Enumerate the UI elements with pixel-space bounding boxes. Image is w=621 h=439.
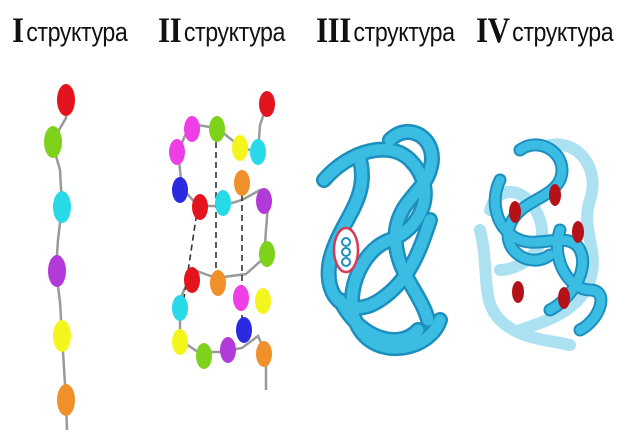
primary-chain-icon	[0, 0, 150, 439]
alpha-helix-icon	[150, 0, 300, 439]
panel-quaternary-structure: IV структура	[460, 0, 621, 439]
quaternary-complex-icon	[460, 0, 621, 439]
panel-secondary-structure: II структура	[150, 0, 300, 439]
panel-primary-structure: I структура	[0, 0, 150, 439]
tertiary-fold-icon	[300, 0, 460, 439]
panel-tertiary-structure: III структура	[300, 0, 460, 439]
